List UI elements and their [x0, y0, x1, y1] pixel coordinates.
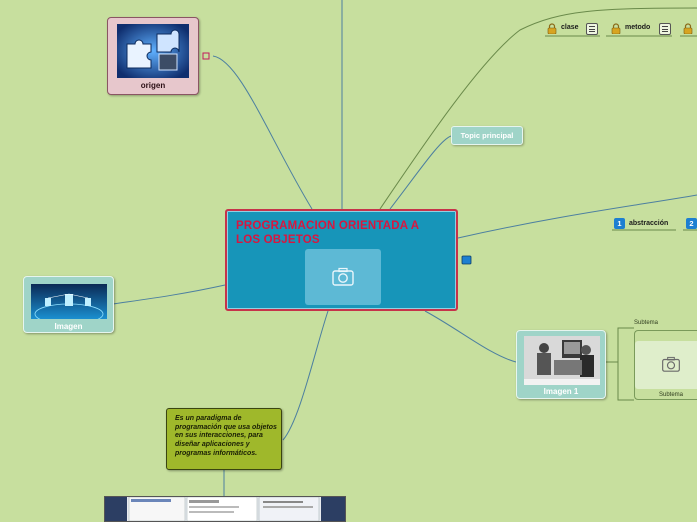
definition-text: Es un paradigma de programación que usa …	[175, 415, 277, 457]
lock-icon	[683, 23, 693, 34]
number-badge: 2	[686, 218, 697, 229]
imagen-label: Imagen	[54, 322, 83, 331]
origen-label: origen	[140, 81, 166, 90]
imagen1-label: Imagen 1	[543, 387, 579, 396]
subtema-outer-label: Subtema	[634, 320, 659, 326]
menu-icon[interactable]	[586, 23, 598, 35]
photo-people-computer-icon	[524, 336, 600, 385]
central-image-placeholder[interactable]	[305, 249, 381, 305]
imagen-node[interactable]: Imagen	[23, 276, 114, 333]
notes-icon[interactable]	[461, 255, 472, 265]
software-screenshot-icon	[105, 497, 345, 521]
menu-icon[interactable]	[659, 23, 671, 35]
definition-note[interactable]: Es un paradigma de programación que usa …	[166, 408, 282, 470]
origen-node[interactable]: origen	[107, 17, 199, 95]
number-badge: 1	[614, 218, 625, 229]
imagen1-node[interactable]: Imagen 1	[516, 330, 606, 399]
screenshot-image[interactable]	[104, 496, 346, 522]
subtema-inner-label: Subtema	[659, 392, 684, 398]
camera-icon	[662, 356, 680, 372]
tag-metodo[interactable]: metodo	[625, 24, 651, 31]
tag-abstraccion[interactable]: abstracción	[629, 220, 669, 227]
lock-icon	[611, 23, 621, 34]
link-icon[interactable]	[202, 52, 210, 60]
subtema-image-placeholder[interactable]	[635, 341, 697, 389]
camera-icon	[332, 267, 354, 286]
lock-icon	[547, 23, 557, 34]
tag-clase[interactable]: clase	[561, 24, 579, 31]
topic-principal-node[interactable]: Topic principal	[451, 126, 523, 145]
central-title: PROGRAMACION ORIENTADA A LOS OBJETOS	[236, 220, 419, 246]
puzzle-icon	[117, 24, 189, 78]
subtema-group[interactable]: Subtema	[634, 330, 697, 400]
network-globe-icon	[31, 284, 107, 319]
central-topic[interactable]: PROGRAMACION ORIENTADA A LOS OBJETOS	[225, 209, 458, 311]
